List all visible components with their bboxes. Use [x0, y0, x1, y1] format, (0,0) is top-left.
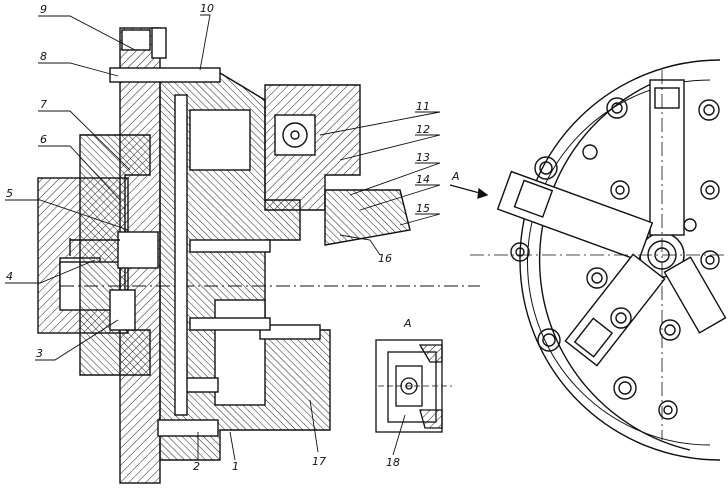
jaw-slots	[496, 79, 727, 367]
chuck-outer-arc	[538, 79, 691, 451]
sectional-view	[37, 27, 480, 484]
callout-1: 1	[232, 460, 239, 473]
clamping-ring	[324, 189, 411, 246]
pinion	[117, 231, 159, 269]
mounting-holes	[510, 97, 720, 420]
callout-8: 8	[40, 50, 47, 63]
view-label-a: A	[451, 170, 460, 183]
front-view	[470, 59, 728, 461]
bolt-17	[259, 324, 321, 340]
callout-10: 10	[200, 2, 214, 15]
callout-18: 18	[386, 456, 400, 469]
callout-4: 4	[6, 270, 13, 283]
bolt-top	[151, 27, 167, 59]
callout-5: 5	[6, 187, 13, 200]
callout-7: 7	[40, 98, 47, 111]
callout-14: 14	[416, 173, 430, 186]
bolt-8	[109, 67, 221, 83]
callout-15: 15	[416, 202, 430, 215]
leader-lines	[5, 14, 441, 461]
callout-9: 9	[40, 3, 47, 16]
detail-a	[375, 339, 452, 433]
detail-label-a: A	[403, 317, 412, 330]
bolt-2	[157, 419, 219, 437]
callouts: 9 8 10 7 6 5 4 3 11 12 13 14 15 16 2 1 1…	[6, 2, 430, 473]
view-arrow-a	[449, 184, 489, 199]
callout-13: 13	[416, 151, 430, 164]
callout-11: 11	[416, 100, 430, 113]
callout-6: 6	[40, 133, 47, 146]
callout-3: 3	[36, 347, 43, 360]
callout-17: 17	[312, 455, 326, 468]
callout-2: 2	[193, 460, 200, 473]
callout-16: 16	[378, 252, 392, 265]
callout-12: 12	[416, 123, 430, 136]
